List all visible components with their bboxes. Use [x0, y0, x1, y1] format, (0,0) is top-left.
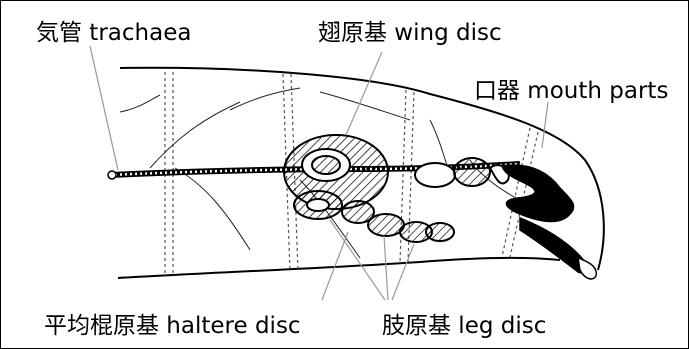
haltere-disc-label: 平均棍原基 haltere disc [44, 315, 301, 338]
trachaea-label: 気管 trachaea [36, 22, 191, 45]
leg-disc-label: 肢原基 leg disc [382, 315, 546, 338]
mouth-parts-label: 口器 mouth parts [474, 80, 668, 103]
wing-disc-label: 翅原基 wing disc [318, 22, 502, 45]
leg-discs [368, 214, 454, 242]
mouth-parts [502, 165, 596, 279]
anterior-structures [415, 158, 509, 187]
